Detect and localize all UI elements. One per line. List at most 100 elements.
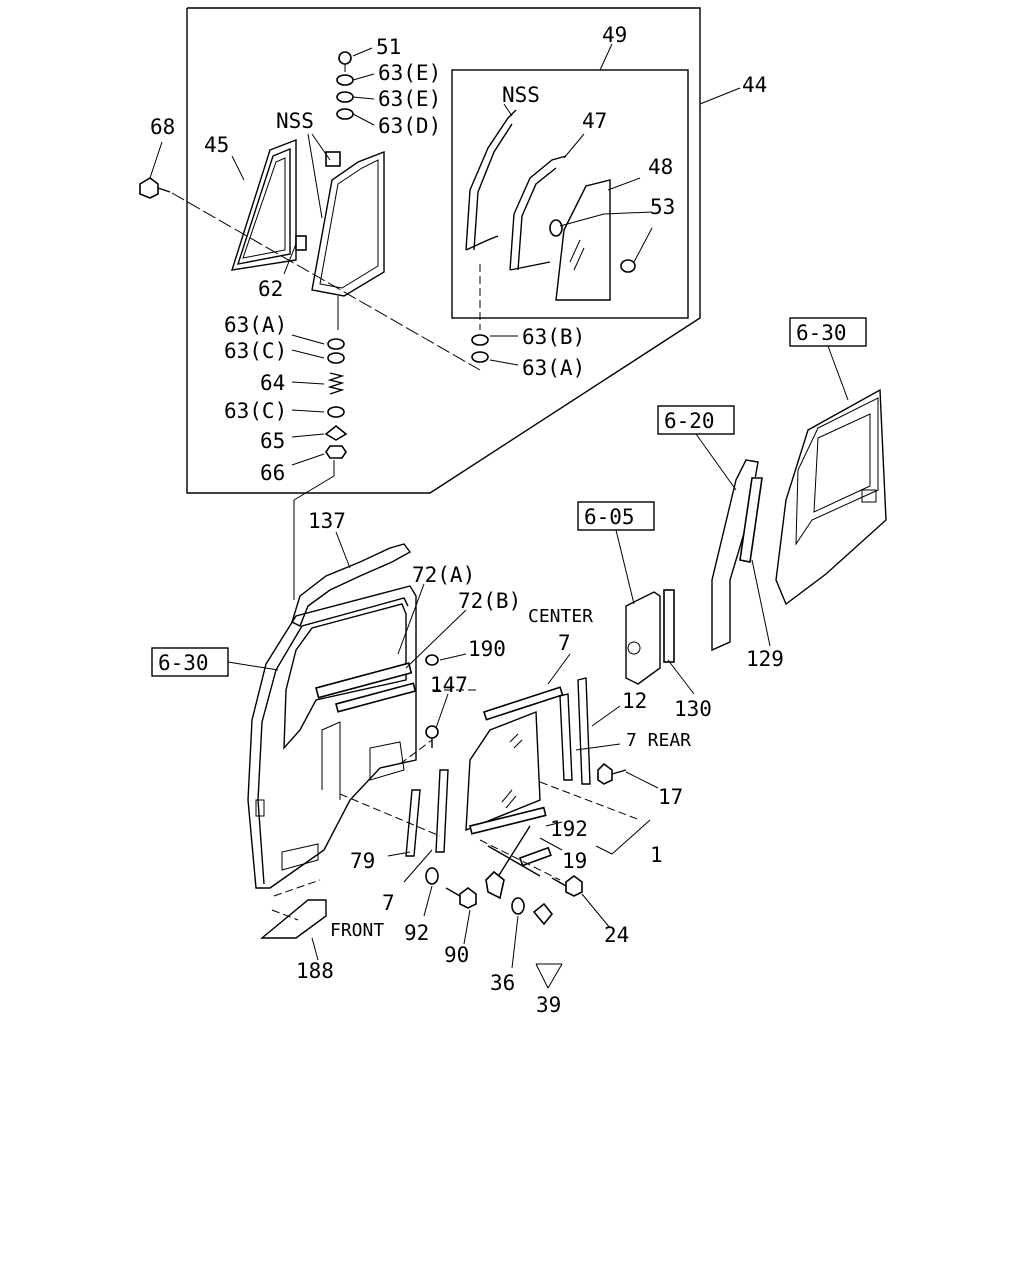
- label-53: 53: [650, 195, 675, 219]
- vent-window-inset: 51 63(E) 63(E) 63(D) 68 45 NSS 62 63(A) …: [139, 7, 767, 494]
- label-63e-2: 63(E): [378, 87, 441, 111]
- label-64: 64: [260, 371, 285, 395]
- ref-label-630-left: 6-30: [158, 651, 209, 675]
- label-nss-left: NSS: [276, 109, 314, 133]
- lock-plate-65: [324, 424, 348, 441]
- label-49: 49: [602, 23, 627, 47]
- inset-frame: [186, 7, 701, 494]
- plug-190: [425, 654, 439, 666]
- label-51: 51: [376, 35, 401, 59]
- regulator: [485, 825, 552, 900]
- ref-label-620: 6-20: [664, 409, 715, 433]
- clip-62: [295, 235, 307, 251]
- label-63d: 63(D): [378, 114, 441, 138]
- label-7-center: 7: [558, 631, 571, 655]
- label-130: 130: [674, 697, 712, 721]
- label-17: 17: [658, 785, 683, 809]
- run-channel-nss: [465, 109, 517, 251]
- label-72b: 72(B): [458, 589, 521, 613]
- ref-box-620: [657, 405, 735, 435]
- label-90: 90: [444, 943, 469, 967]
- label-7-rear: 7 REAR: [626, 730, 691, 751]
- door-assembly: [247, 585, 417, 889]
- pillar-panel-130: [625, 589, 675, 685]
- label-63c-1: 63(C): [224, 339, 287, 363]
- nss-clip: [325, 151, 341, 167]
- label-63a-left: 63(A): [224, 313, 287, 337]
- pivot-53: [549, 219, 636, 273]
- door-glass-192: [465, 710, 541, 832]
- inset-connector: [293, 460, 335, 600]
- washer-63c-1: [327, 352, 345, 364]
- label-92: 92: [404, 921, 429, 945]
- washer-63a: [327, 338, 345, 350]
- washer-63d: [336, 108, 354, 120]
- bolt-17: [597, 762, 627, 785]
- washer-36: [511, 897, 525, 915]
- vent-frame: [311, 150, 385, 297]
- label-63c-2: 63(C): [224, 399, 287, 423]
- inset-leaders: [149, 43, 741, 466]
- label-48: 48: [648, 155, 673, 179]
- label-79: 79: [350, 849, 375, 873]
- label-front: FRONT: [330, 920, 384, 941]
- clip-147: [425, 725, 439, 748]
- cab-side: [775, 388, 887, 606]
- label-36: 36: [490, 971, 515, 995]
- washer-63a-right: [471, 351, 489, 363]
- weatherstrip-137: [291, 543, 412, 627]
- label-68: 68: [150, 115, 175, 139]
- label-63e-1: 63(E): [378, 61, 441, 85]
- label-12: 12: [622, 689, 647, 713]
- door-shell: [247, 585, 417, 889]
- bolt-51: [338, 51, 352, 65]
- label-45: 45: [204, 133, 229, 157]
- seal-130: [663, 589, 675, 663]
- label-147: 147: [430, 673, 468, 697]
- stud-stack: [324, 51, 354, 459]
- belt-moulding-72b: [335, 682, 417, 713]
- main-leaders: [227, 345, 849, 989]
- label-129: 129: [746, 647, 784, 671]
- ref-label-605: 6-05: [584, 505, 635, 529]
- bolt-68: [139, 177, 171, 199]
- ref-box-605: [577, 501, 655, 531]
- seal-129: [739, 477, 763, 563]
- glass-subassembly-box: [451, 69, 689, 319]
- label-137: 137: [308, 509, 346, 533]
- label-188: 188: [296, 959, 334, 983]
- nut-66: [325, 445, 347, 459]
- label-24: 24: [604, 923, 629, 947]
- pillar-129: [711, 459, 763, 652]
- label-62: 62: [258, 277, 283, 301]
- label-66: 66: [260, 461, 285, 485]
- label-1: 1: [650, 843, 663, 867]
- washer-63e-1: [336, 74, 354, 86]
- label-center: CENTER: [528, 606, 593, 627]
- run-channel-47: [509, 155, 567, 271]
- label-nss-right: NSS: [502, 83, 540, 107]
- label-63b: 63(B): [522, 325, 585, 349]
- main-dashed-lines: [339, 689, 641, 881]
- label-190: 190: [468, 637, 506, 661]
- label-7-front: 7: [382, 891, 395, 915]
- label-47: 47: [582, 109, 607, 133]
- belt-moulding-72a: [315, 662, 413, 699]
- handle-39: [532, 902, 554, 926]
- vent-glass-48: [555, 179, 611, 301]
- ref-label-630-right: 6-30: [796, 321, 847, 345]
- label-65: 65: [260, 429, 285, 453]
- window-opening: [283, 603, 407, 750]
- label-39: 39: [536, 993, 561, 1017]
- scuff-188: [260, 899, 327, 939]
- channel-7-center: [482, 686, 564, 721]
- washer-63e-2: [336, 91, 354, 103]
- bolt-24: [551, 875, 583, 897]
- label-192: 192: [550, 817, 588, 841]
- glass-channel-19: [469, 806, 547, 835]
- washer-92: [425, 867, 439, 885]
- label-72a: 72(A): [412, 563, 475, 587]
- bolt-90: [445, 887, 477, 909]
